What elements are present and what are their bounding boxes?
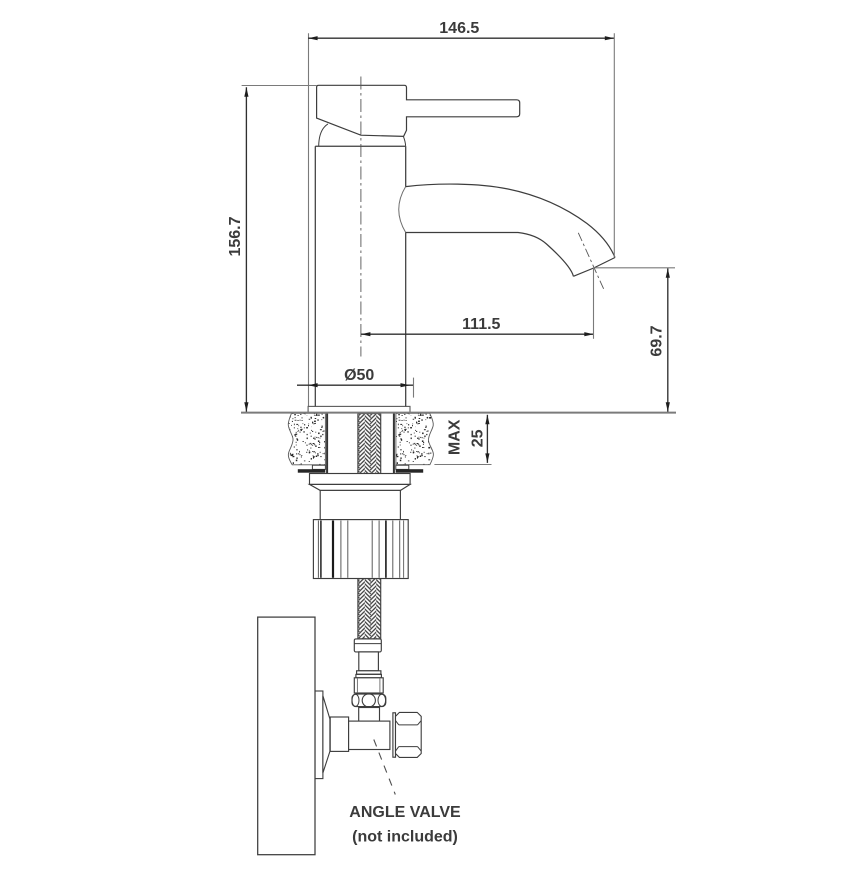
svg-text:ANGLE VALVE: ANGLE VALVE [349, 804, 461, 821]
svg-text:Ø50: Ø50 [344, 367, 374, 384]
svg-text:111.5: 111.5 [462, 316, 500, 333]
svg-text:69.7: 69.7 [649, 325, 666, 356]
svg-text:156.7: 156.7 [227, 216, 244, 256]
svg-text:(not included): (not included) [352, 829, 458, 846]
svg-text:MAX: MAX [447, 419, 464, 455]
svg-text:25: 25 [469, 429, 486, 447]
svg-text:146.5: 146.5 [439, 20, 479, 37]
